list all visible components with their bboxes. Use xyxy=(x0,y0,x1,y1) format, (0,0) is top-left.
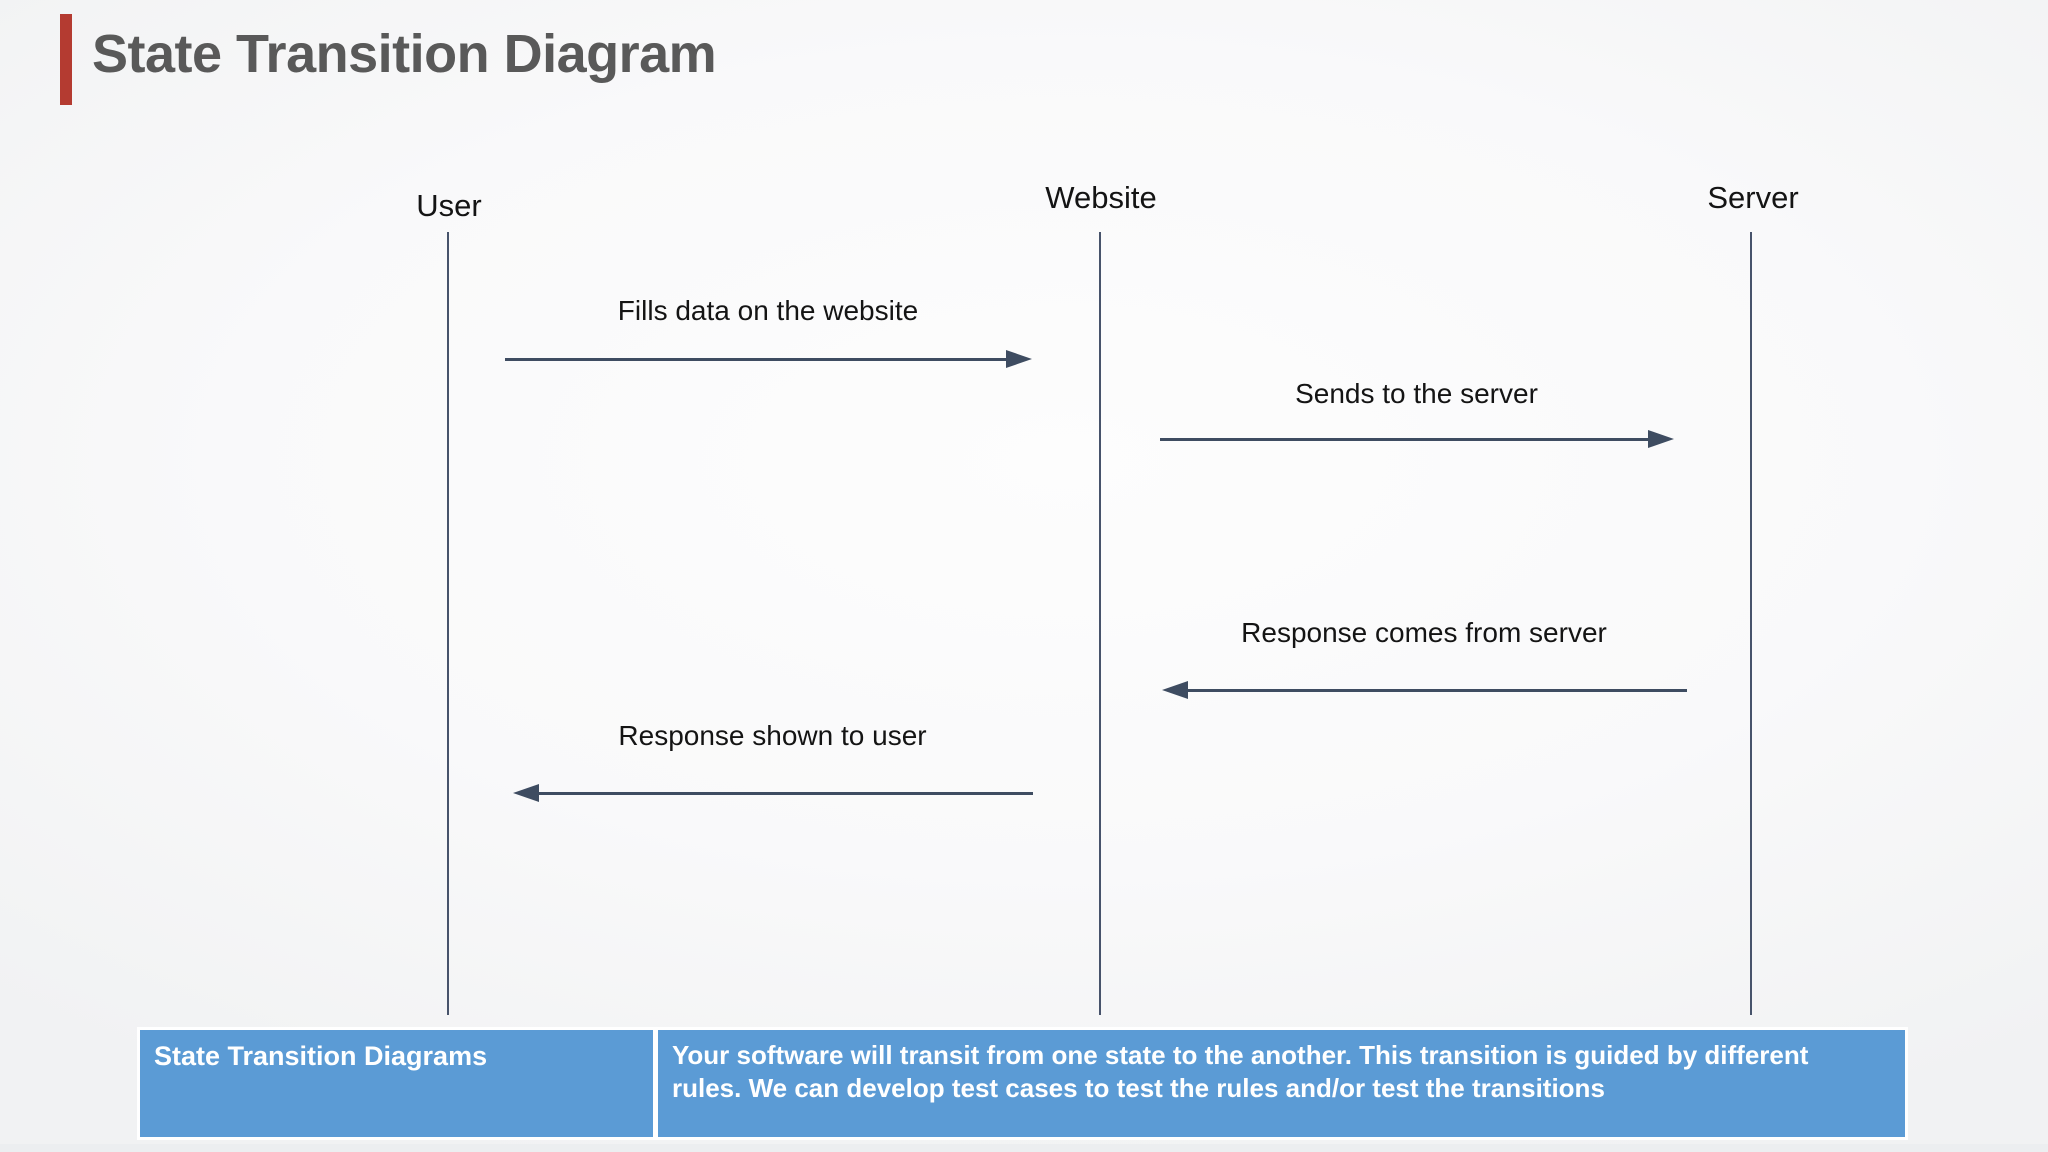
definition-line-1: Your software will transit from one stat… xyxy=(672,1040,1809,1070)
actor-label-website: Website xyxy=(1045,180,1157,215)
arrow-website-to-user xyxy=(513,784,1033,802)
message-label-response-to-user: Response shown to user xyxy=(618,720,927,751)
arrowhead-left-icon xyxy=(513,784,539,802)
definition-term-cell: State Transition Diagrams xyxy=(140,1030,653,1137)
definition-line-2: rules. We can develop test cases to test… xyxy=(672,1073,1605,1103)
definition-table: State Transition Diagrams Your software … xyxy=(137,1027,1908,1140)
definition-text-cell: Your software will transit from one stat… xyxy=(658,1030,1905,1137)
slide-bottom-edge xyxy=(0,1144,2048,1152)
lifeline-server xyxy=(1750,232,1752,1015)
title-accent-bar xyxy=(60,14,72,105)
arrow-shaft xyxy=(531,792,1033,795)
arrow-shaft xyxy=(1160,438,1656,441)
arrowhead-left-icon xyxy=(1162,681,1188,699)
message-label-response-from-server: Response comes from server xyxy=(1241,617,1607,648)
lifeline-user xyxy=(447,232,449,1015)
lifeline-website xyxy=(1099,232,1101,1015)
arrowhead-right-icon xyxy=(1648,430,1674,448)
arrow-server-to-website xyxy=(1162,681,1687,699)
page-title: State Transition Diagram xyxy=(92,24,717,84)
actor-label-server: Server xyxy=(1707,180,1799,215)
actor-label-user: User xyxy=(416,188,482,223)
arrow-user-to-website xyxy=(505,350,1032,368)
arrow-shaft xyxy=(505,358,1014,361)
message-label-fills-data: Fills data on the website xyxy=(617,295,919,326)
message-label-sends-to-server: Sends to the server xyxy=(1295,378,1538,409)
arrow-shaft xyxy=(1180,689,1687,692)
arrow-website-to-server xyxy=(1160,430,1674,448)
arrowhead-right-icon xyxy=(1006,350,1032,368)
